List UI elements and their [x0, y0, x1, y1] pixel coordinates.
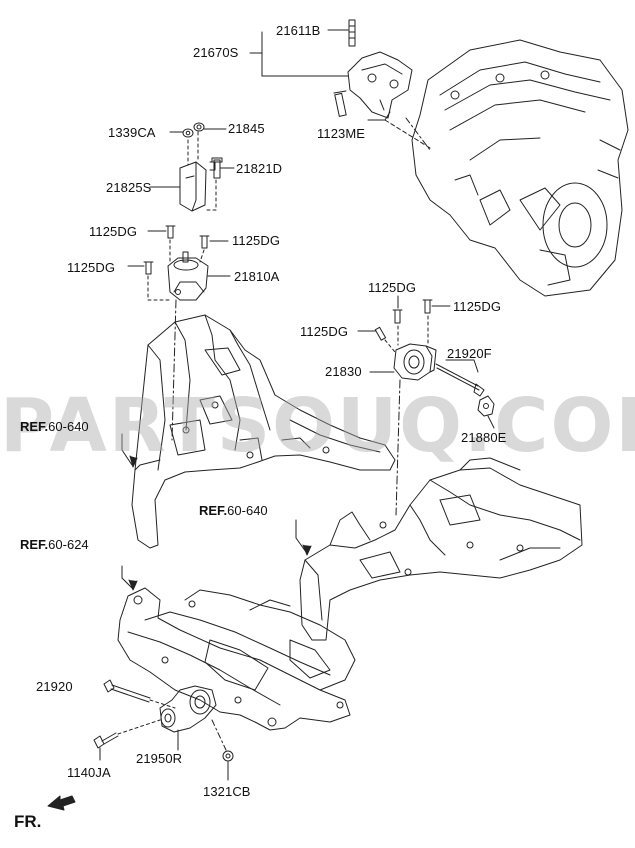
part-label-21950R[interactable]: 21950R	[136, 751, 183, 766]
left-side-member	[131, 314, 396, 549]
bolt-1125DG-e	[422, 299, 433, 314]
bolt-1125DG-b	[199, 235, 210, 249]
bolt-1140JA	[93, 732, 119, 749]
front-direction-arrow	[47, 795, 76, 811]
part-label-21880E[interactable]: 21880E	[461, 430, 507, 445]
roll-rod-mount-21950R	[159, 685, 217, 733]
part-label-1123ME[interactable]: 1123ME	[317, 126, 366, 141]
transmission-mount-21830	[393, 343, 437, 381]
ref-label-60-640-b[interactable]: REF.60-640	[199, 504, 268, 518]
bolt-1125DG-d	[392, 309, 403, 324]
part-label-21670S[interactable]: 21670S	[193, 45, 239, 60]
part-label-1125DG-a[interactable]: 1125DG	[89, 224, 138, 239]
part-label-1140JA[interactable]: 1140JA	[67, 765, 111, 780]
part-label-21821D[interactable]: 21821D	[236, 161, 283, 176]
part-label-1321CB[interactable]: 1321CB	[203, 784, 251, 799]
nut-1321CB	[222, 750, 234, 762]
bracket-21880E	[477, 395, 495, 417]
part-label-21920F[interactable]: 21920F	[447, 346, 492, 361]
front-subframe	[117, 587, 356, 731]
front-direction-label: FR.	[14, 812, 42, 831]
part-label-21845[interactable]: 21845	[228, 121, 265, 136]
ref-prefix: REF.	[199, 503, 228, 518]
engine-mount-bracket	[333, 19, 413, 119]
part-label-1125DG-c[interactable]: 1125DG	[67, 260, 116, 275]
part-label-1125DG-b[interactable]: 1125DG	[232, 233, 281, 248]
part-label-21825S[interactable]: 21825S	[106, 180, 152, 195]
part-label-1125DG-f[interactable]: 1125DG	[300, 324, 349, 339]
bolt-21920	[103, 679, 151, 703]
nut-1339CA	[182, 128, 194, 138]
part-label-1125DG-d[interactable]: 1125DG	[368, 280, 417, 295]
ref-label-60-624[interactable]: REF.60-624	[20, 538, 89, 552]
bolt-21920F	[435, 363, 485, 397]
part-label-21810A[interactable]: 21810A	[234, 269, 280, 284]
part-label-21611B[interactable]: 21611B	[276, 23, 321, 38]
nut-21845	[193, 122, 205, 132]
ref-code: 60-640	[227, 503, 268, 518]
ref-prefix: REF.	[20, 537, 49, 552]
ref-prefix: REF.	[20, 419, 49, 434]
bracket-21825S	[179, 161, 216, 212]
bolt-1125DG-f	[374, 326, 387, 341]
engine-block	[411, 39, 629, 297]
bolt-1125DG-c	[143, 261, 154, 275]
part-label-21830[interactable]: 21830	[325, 364, 362, 379]
part-label-1125DG-e[interactable]: 1125DG	[453, 299, 502, 314]
bolt-1125DG-a	[165, 225, 176, 239]
engine-mount-21810A	[167, 251, 209, 301]
part-label-1339CA[interactable]: 1339CA	[108, 125, 156, 140]
watermark: PARTSOUQ.COM	[0, 383, 635, 469]
ref-code: 60-640	[48, 419, 89, 434]
right-side-member	[299, 457, 583, 641]
ref-code: 60-624	[48, 537, 89, 552]
ref-label-60-640-a[interactable]: REF.60-640	[20, 420, 89, 434]
part-label-21920[interactable]: 21920	[36, 679, 73, 694]
